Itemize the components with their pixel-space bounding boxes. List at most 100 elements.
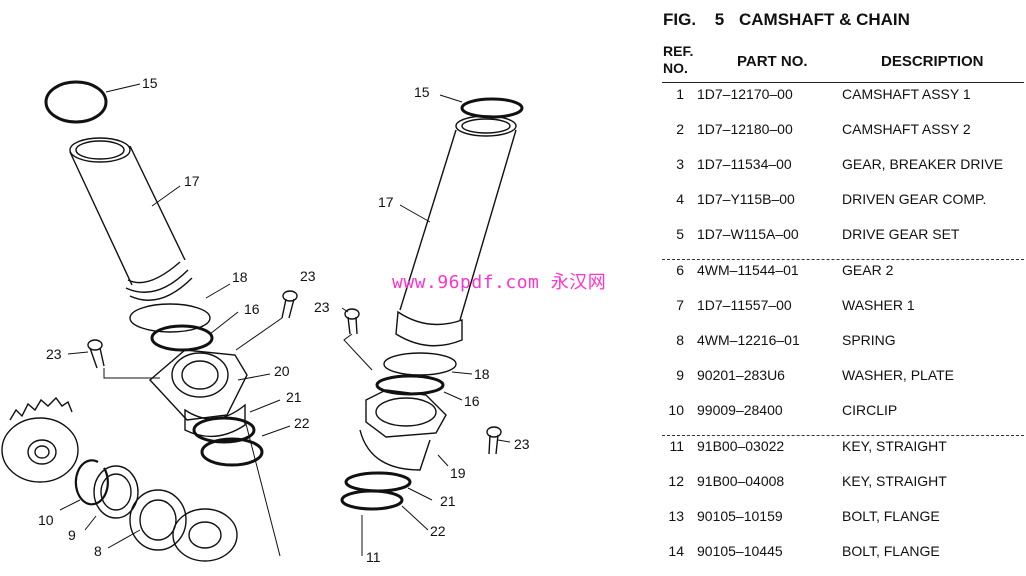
o-ring-21-right — [344, 471, 412, 493]
table-row: 11 91B00–03022 KEY, STRAIGHT — [662, 435, 1024, 471]
callout-23-right-a: 23 — [314, 299, 330, 315]
description-cell: CAMSHAFT ASSY 2 — [842, 121, 971, 137]
part-number-cell: 91B00–04008 — [697, 473, 785, 489]
washer-18-right — [383, 352, 457, 376]
callout-22-left: 22 — [294, 415, 310, 431]
ref-cell: 4 — [676, 191, 684, 207]
ref-cell: 6 — [676, 262, 684, 278]
watermark: www.96pdf.com 永汉网 — [392, 272, 607, 293]
ref-cell: 14 — [668, 543, 684, 559]
ref-cell: 3 — [676, 156, 684, 172]
description-cell: CAMSHAFT ASSY 1 — [842, 86, 971, 102]
callout-18-left: 18 — [232, 269, 248, 285]
callout-17-left: 17 — [184, 173, 200, 189]
part-number-cell: 90105–10159 — [697, 508, 783, 524]
part-number-cell: 91B00–03022 — [697, 438, 785, 454]
gear-left — [1, 396, 79, 483]
callout-11: 11 — [366, 549, 381, 565]
ref-cell: 2 — [676, 121, 684, 137]
description-cell: SPRING — [842, 332, 896, 348]
header-part-no: PART NO. — [737, 53, 808, 70]
ref-cell: 10 — [668, 402, 684, 418]
figure-name: CAMSHAFT & CHAIN — [739, 10, 910, 29]
bolt-23-right-a — [344, 308, 360, 335]
part-number-cell: 1D7–11534–00 — [697, 156, 792, 172]
table-row: 12 91B00–04008 KEY, STRAIGHT — [662, 471, 1024, 506]
callout-16-right: 16 — [464, 393, 480, 409]
callout-15-right: 15 — [414, 84, 430, 100]
callout-19: 19 — [450, 465, 466, 481]
callout-16-left: 16 — [244, 301, 260, 317]
callout-23-right-b: 23 — [514, 436, 530, 452]
part-number-cell: 1D7–12180–00 — [697, 121, 793, 137]
header-description: DESCRIPTION — [881, 53, 984, 70]
table-row: 3 1D7–11534–00 GEAR, BREAKER DRIVE — [662, 154, 1024, 189]
ref-cell: 7 — [676, 297, 684, 313]
callout-15-left: 15 — [142, 75, 158, 91]
description-cell: KEY, STRAIGHT — [842, 473, 947, 489]
o-ring-15-left — [44, 80, 108, 124]
callout-23-left-b: 23 — [46, 346, 62, 362]
bolt-23-left-a — [87, 339, 105, 369]
ref-cell: 12 — [668, 473, 684, 489]
callout-10: 10 — [38, 512, 54, 528]
table-row: 7 1D7–11557–00 WASHER 1 — [662, 295, 1024, 330]
description-cell: BOLT, FLANGE — [842, 508, 940, 524]
callout-20: 20 — [274, 363, 290, 379]
bolt-23-right-b — [486, 426, 502, 455]
bolt-23-left-b — [281, 290, 298, 319]
callout-8: 8 — [94, 543, 102, 559]
parts-table-header: REF. NO. PART NO. DESCRIPTION — [662, 40, 1024, 83]
header-ref-no: REF. NO. — [663, 43, 694, 76]
o-ring-16-right — [375, 374, 445, 396]
description-cell: GEAR 2 — [842, 262, 894, 278]
callout-21-left: 21 — [286, 389, 302, 405]
callout-21-right: 21 — [440, 493, 456, 509]
table-row: 2 1D7–12180–00 CAMSHAFT ASSY 2 — [662, 119, 1024, 154]
parts-table-body: 1 1D7–12170–00 CAMSHAFT ASSY 1 2 1D7–12180–0… — [662, 84, 1024, 576]
circlip-10 — [74, 459, 109, 506]
table-row: 4 1D7–Y115B–00 DRIVEN GEAR COMP. — [662, 189, 1024, 224]
figure-number: 5 — [714, 10, 725, 29]
ref-cell: 1 — [676, 86, 684, 102]
o-ring-15-right — [460, 97, 524, 119]
o-ring-16-left — [150, 324, 214, 352]
table-row: 9 90201–283U6 WASHER, PLATE — [662, 365, 1024, 400]
part-number-cell: 4WM–11544–01 — [697, 262, 799, 278]
part-number-cell: 1D7–12170–00 — [697, 86, 793, 102]
part-number-cell: 99009–28400 — [697, 402, 783, 418]
washer-9 — [93, 465, 139, 519]
o-ring-21-left — [192, 416, 256, 444]
washer-18-left — [129, 303, 211, 333]
figure-title: FIG. 5 CAMSHAFT & CHAIN — [663, 10, 910, 30]
ref-cell: 5 — [676, 226, 684, 242]
part-number-cell: 90201–283U6 — [697, 367, 785, 383]
part-number-cell: 90105–10445 — [697, 543, 783, 559]
table-row: 6 4WM–11544–01 GEAR 2 — [662, 259, 1024, 295]
tube-17-left — [69, 137, 193, 301]
part-number-cell: 1D7–11557–00 — [697, 297, 792, 313]
tube-17-right — [395, 115, 517, 347]
table-row: 1 1D7–12170–00 CAMSHAFT ASSY 1 — [662, 84, 1024, 119]
ref-cell: 9 — [676, 367, 684, 383]
callout-18-right: 18 — [474, 366, 490, 382]
ref-cell: 11 — [669, 438, 684, 454]
callout-9: 9 — [68, 527, 76, 543]
description-cell: KEY, STRAIGHT — [842, 438, 947, 454]
holder-19-right — [359, 389, 447, 471]
figure-label: FIG. — [663, 10, 697, 29]
part-number-cell: 1D7–W115A–00 — [697, 226, 799, 242]
description-cell: WASHER 1 — [842, 297, 915, 313]
description-cell: DRIVEN GEAR COMP. — [842, 191, 987, 207]
exploded-parts-diagram: 15 17 18 16 23 23 20 21 22 10 9 8 15 17 … — [1, 75, 530, 565]
description-cell: WASHER, PLATE — [842, 367, 955, 383]
ref-cell: 8 — [676, 332, 684, 348]
callout-23-left-a: 23 — [300, 268, 316, 284]
o-ring-22-right — [340, 489, 404, 511]
description-cell: GEAR, BREAKER DRIVE — [842, 156, 1004, 172]
part-number-cell: 1D7–Y115B–00 — [697, 191, 795, 207]
